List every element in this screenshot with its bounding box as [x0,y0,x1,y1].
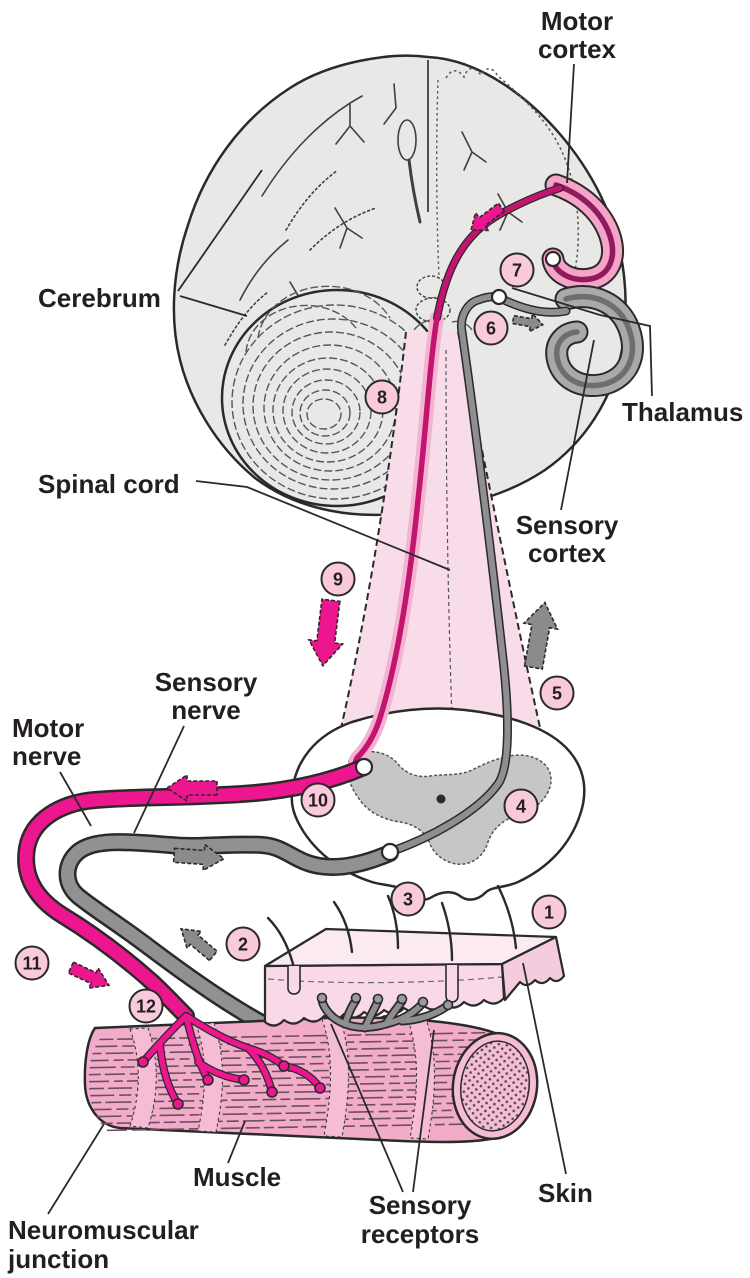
muscle-end-cap [451,1031,539,1141]
motor-nerve-band [17,758,373,1025]
step-number: 3 [403,890,413,910]
step-badge-1: 1 [531,894,567,930]
spinal-cord-label: Spinal cord [38,469,180,499]
motor-cortex-label-line1: Motor [541,6,613,36]
sensory-receptors-label-line2: receptors [361,1219,480,1249]
direction-arrows [67,202,559,990]
muscle-label: Muscle [193,1162,281,1192]
sensory-nerve-leader [133,725,185,834]
step-number: 9 [333,570,343,590]
step-badge-6: 6 [473,310,509,346]
sensory-nerve-label-line2: nerve [171,695,240,725]
sensory-receptors-leader-right [412,1029,435,1193]
sensory-cortex-label-line1: Sensory [516,510,619,540]
step-number: 1 [544,903,554,923]
motor-cortex-leader [566,63,575,184]
cerebrum-leader-upper [177,169,263,292]
step-badge-3: 3 [390,881,426,917]
step-number: 6 [486,319,496,339]
neuromuscular-junction-label-line1: Neuromuscular [8,1215,199,1245]
step-badge-7: 7 [499,252,535,288]
receptor-bulbs [316,992,454,1011]
step-badge-9: 9 [320,561,356,597]
cerebrum-leader-lower [179,295,248,317]
motor-nerve-leader [59,771,92,827]
sensory-cortex-leader [560,339,595,511]
step-badge-5: 5 [539,675,575,711]
muscle-leader [227,1120,246,1164]
motor-nerve-label-line1: Motor [12,713,84,743]
step-number: 8 [377,388,387,408]
step-badge-12: 12 [128,988,164,1024]
endplate-dots [137,1056,326,1110]
sensory-receptors-tree [316,992,454,1033]
step-badge-4: 4 [503,788,539,824]
motor-cortex-label-line2: cortex [538,34,617,64]
sensory-arrow-spinal [522,601,559,671]
step-badges: 1 2 3 4 5 6 7 8 9 10 11 12 [14,252,575,1024]
motor-nerve-label-line2: nerve [12,741,81,771]
neuromuscular-junction-branches [137,1012,326,1110]
skin-leader [522,962,567,1175]
text-labels: Motor cortex Cerebrum Thalamus Sensory c… [7,6,743,1274]
thalamus-label: Thalamus [622,397,743,427]
cerebrum-label: Cerebrum [38,283,161,313]
funnel-midline [445,349,453,721]
step-badge-10: 10 [300,782,336,818]
thalamus-leader [511,287,653,397]
brain-midline-dotted [435,79,441,301]
step-badge-2: 2 [225,926,261,962]
hair-follicles [287,965,459,1003]
ventral-horn-synapse [380,842,400,862]
sensory-receptors-label-line1: Sensory [369,1190,472,1220]
sensory-cortex-gyrus [495,285,644,397]
skin-label: Skin [538,1178,593,1208]
epidermis-line [267,976,503,984]
step-number: 7 [512,261,522,281]
motor-arrow-brain [469,202,506,232]
hairs [266,884,518,966]
thalamus-synapse [490,288,508,306]
step-badge-8: 8 [364,379,400,415]
cortex-scallop-dotted [445,67,580,313]
skin-side-face [500,935,566,1002]
step-number: 2 [238,935,248,955]
step-number: 10 [308,791,328,811]
step-badge-11: 11 [14,945,50,981]
step-number: 12 [136,997,156,1017]
motor-arrow-peripheral [67,961,111,990]
sensory-arrow-brain [511,312,545,333]
step-number: 11 [22,954,41,974]
synapse-circles [354,250,562,862]
step-number: 4 [516,797,526,817]
motor-cortex-synapse [544,250,562,268]
motor-arrow-nerve [165,773,218,803]
dorsal-horn-synapse [354,757,374,777]
sensory-nerve-label-line1: Sensory [155,667,258,697]
neuromuscular-junction-leader [47,1123,105,1215]
ascending-sensory-tract [385,292,512,857]
motor-cortex-gyrus [541,173,624,292]
sensory-arrow-nerve [172,842,226,872]
sensory-receptors-leader-left [330,1023,404,1193]
motor-arrow-spinal [307,598,345,668]
leader-lines [47,63,653,1215]
midbrain-structures [397,119,451,323]
spinal-cord-leader [195,480,451,571]
central-canal [436,794,446,804]
sensory-arrow-peripheral [180,927,219,962]
step-number: 5 [552,684,562,704]
sensory-cortex-label-line2: cortex [528,538,607,568]
neuromuscular-junction-label-line2: junction [7,1244,109,1274]
